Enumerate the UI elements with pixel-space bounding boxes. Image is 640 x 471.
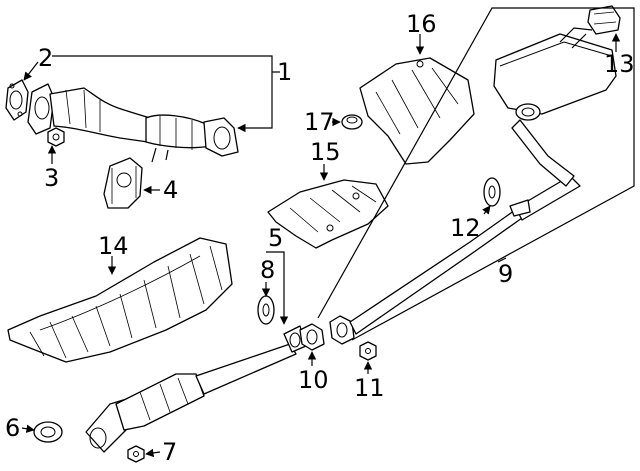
muffler-nut [359, 341, 377, 361]
center-pipe-catalytic-converter [85, 325, 307, 453]
callout-10: 10 [298, 366, 329, 394]
converter-gasket [33, 421, 63, 443]
rear-heat-shield [359, 57, 475, 165]
front-heat-shield [7, 237, 233, 363]
center-gasket [299, 323, 325, 351]
callout-14: 14 [98, 232, 129, 260]
muffler-assembly [329, 27, 617, 345]
muffler-bracket [587, 5, 621, 35]
callout-4: 4 [163, 176, 178, 204]
callout-13: 13 [604, 50, 635, 78]
callout-1: 1 [277, 58, 292, 86]
callout-5: 5 [268, 224, 283, 252]
callout-12: 12 [450, 214, 481, 242]
callout-3: 3 [44, 164, 59, 192]
callout-8: 8 [260, 256, 275, 284]
callout-17: 17 [304, 108, 335, 136]
callout-2: 2 [38, 44, 53, 72]
rubber-hanger-front [257, 295, 275, 325]
callout-11: 11 [354, 374, 385, 402]
flange-nut [47, 127, 65, 147]
front-pipe-catalytic-converter [27, 83, 239, 163]
hanger-bracket [103, 157, 143, 209]
center-heat-shield [267, 179, 389, 249]
front-pipe-gasket [5, 79, 29, 121]
rubber-hanger-rear [483, 177, 501, 207]
leader-lines [21, 7, 635, 458]
grommet-nut [341, 114, 363, 130]
callout-15: 15 [310, 138, 341, 166]
callout-9: 9 [498, 260, 513, 288]
callout-labels: 1 2 3 4 5 6 7 8 9 10 11 12 13 14 15 16 1… [5, 10, 635, 466]
callout-16: 16 [406, 10, 437, 38]
converter-nut [127, 445, 145, 463]
callout-6: 6 [5, 414, 20, 442]
callout-7: 7 [162, 438, 177, 466]
